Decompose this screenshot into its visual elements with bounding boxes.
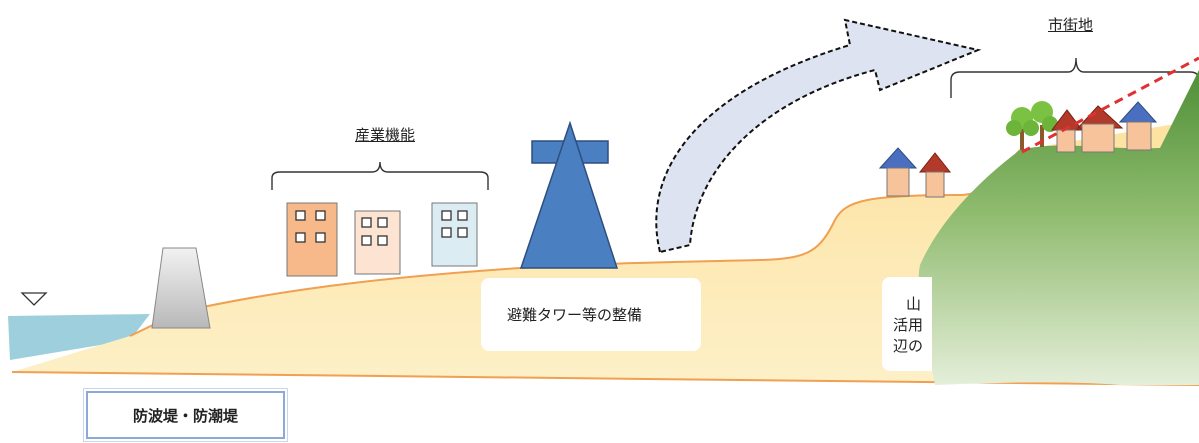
land-edge [11,371,1199,386]
hill [918,70,1199,385]
evacuation-tower [519,120,619,269]
tree-group [1006,101,1058,150]
house-red-city-large [1076,105,1124,153]
city-label: 市街地 [1048,16,1094,34]
house-blue-small [878,147,918,197]
tower-callout-text: 避難タワー等の整備 [507,306,643,324]
sea [8,314,150,360]
breakwater [151,247,211,329]
city-bracket [950,57,1199,98]
hill-callout-line-2: 活用 [893,316,924,334]
tower-callout: 避難タワー等の整備 [481,278,701,351]
breakwater-label-box: 防波堤・防潮堤 [83,388,288,442]
red-dashed-line [1021,56,1199,154]
water-level-icon [20,292,48,306]
industry-bracket [271,161,489,190]
factory-building-3 [431,202,478,267]
hill-callout-line-1: 山 [906,295,922,313]
breakwater-label: 防波堤・防潮堤 [132,406,238,425]
hill-callout-line-3: 辺の [893,337,924,355]
evacuation-arrow [655,18,982,254]
hill-callout: 山 活用 辺の [882,277,932,371]
house-red-small [918,152,952,198]
house-blue-city [1118,101,1158,151]
factory-building-1 [286,202,338,277]
land-surface-edge [129,149,1021,337]
industry-label: 産業機能 [355,126,416,144]
factory-building-2 [354,210,401,275]
